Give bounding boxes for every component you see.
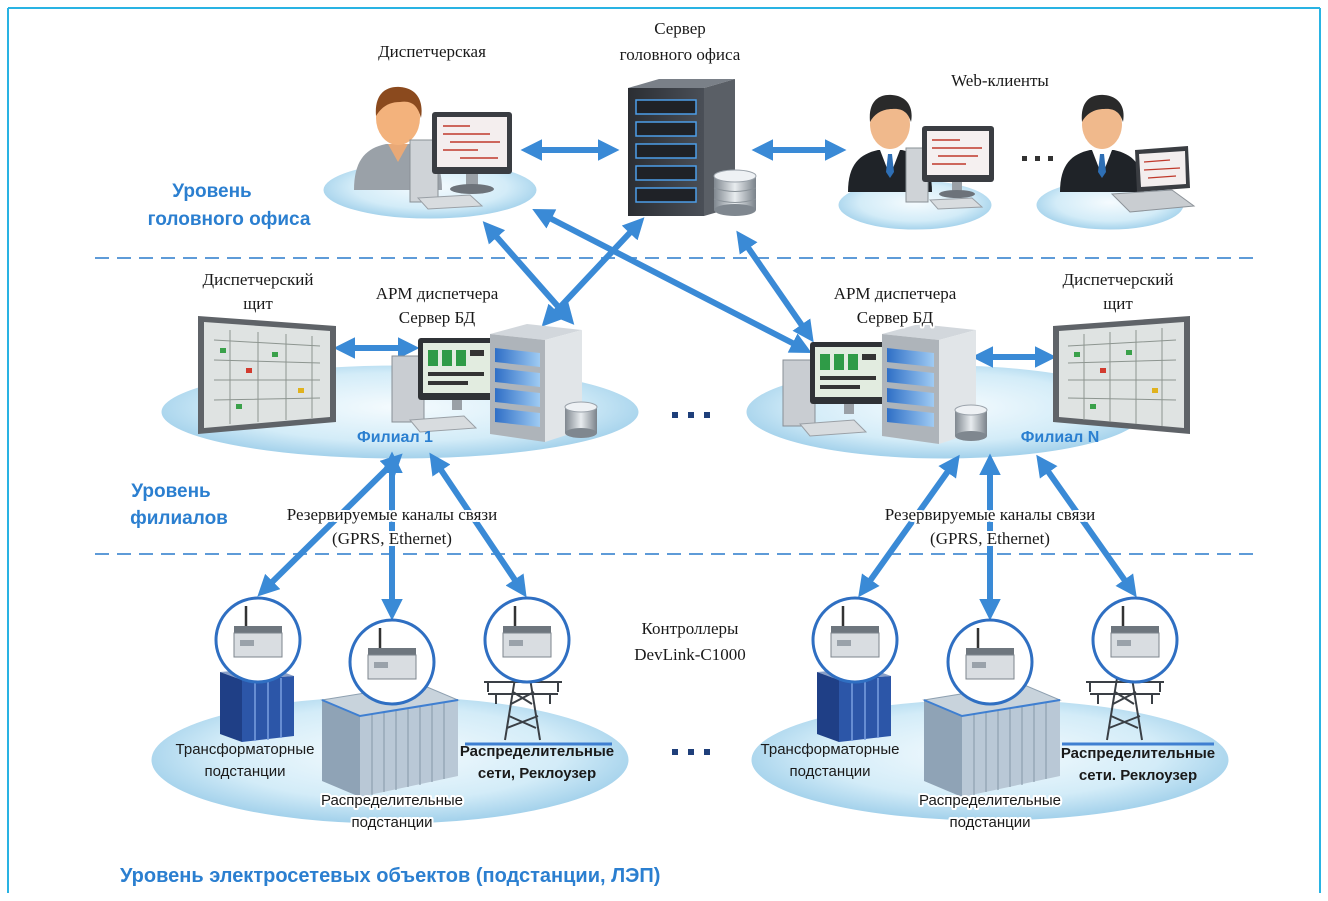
right-switchgear-label-line-1: Распределительные	[919, 792, 1061, 809]
right-transformer-label-line-2: подстанции	[789, 763, 870, 780]
left-network-label-line-1: Распределительные	[460, 743, 614, 760]
controller-switchgear-left	[348, 618, 436, 706]
server-bays	[635, 99, 697, 203]
controller-transformer-left	[214, 596, 302, 684]
dispatch-workstation-icon	[409, 112, 512, 210]
arrow-branch-1-transformer	[257, 453, 403, 597]
right-switchgear-label-line-2: подстанции	[949, 814, 1030, 831]
ellipsis-dots	[672, 412, 710, 418]
controller-network-right	[1091, 596, 1179, 684]
controller-network-left	[483, 596, 571, 684]
dispatch-board-screen	[213, 330, 321, 424]
controller-device-icon	[233, 606, 283, 658]
dispatch-label: Диспетчерская	[378, 42, 486, 61]
controller-device-icon	[965, 628, 1015, 680]
dispatch-board-icon	[198, 316, 336, 434]
arrow-branch-n-network	[1036, 454, 1137, 598]
web-clients-label: Web-клиенты	[951, 71, 1049, 90]
controller-device-icon	[502, 606, 552, 658]
ellipsis-dots	[1022, 156, 1053, 161]
branch-workstation-icon	[782, 342, 888, 437]
web-client-person-icon	[1060, 94, 1144, 192]
branch-1-board-label-line-2: щит	[243, 294, 273, 313]
branches-level-line-2: филиалов	[130, 508, 228, 529]
ellipsis-dots	[672, 749, 710, 755]
branch-1-name: Филиал 1	[357, 429, 433, 446]
branches-level-line-1: Уровень	[131, 481, 210, 502]
branch-workstation-icon	[391, 338, 496, 433]
frame	[7, 7, 1321, 893]
branch-1-channels-label-line-2: (GPRS, Ethernet)	[332, 529, 452, 548]
controller-transformer-right	[811, 596, 899, 684]
controller-device-icon	[1110, 606, 1160, 658]
left-network-label-line-2: сети, Реклоузер	[478, 765, 596, 782]
right-transformer-label-line-1: Трансформаторные	[761, 741, 900, 758]
grid-objects-level-label: Уровень электросетевых объектов (подстан…	[120, 865, 660, 887]
laptop-icon	[1110, 146, 1196, 213]
controllers-label-line-2: DevLink-C1000	[634, 645, 745, 664]
branch-1-workstation-label-line-2: Сервер БД	[399, 308, 476, 327]
controller-switchgear-right	[946, 618, 1034, 706]
database-icon	[954, 404, 988, 441]
connection-arrows	[257, 139, 1137, 621]
labels: Сервер головного офиса Диспетчерская Web…	[120, 19, 1215, 887]
left-switchgear-label-line-1: Распределительные	[321, 792, 463, 809]
branch-n-workstation-label-line-1: АРМ диспетчера	[834, 284, 957, 303]
database-icon	[564, 401, 598, 438]
server-label-line-2: головного офиса	[620, 45, 741, 64]
head-office-server-icon	[628, 79, 735, 216]
arrow-branch-1-network	[429, 452, 527, 598]
head-office-level-line-1: Уровень	[172, 181, 251, 202]
left-switchgear-label-line-2: подстанции	[351, 814, 432, 831]
controllers-label-line-1: Контроллеры	[642, 619, 740, 638]
database-icon	[713, 169, 757, 216]
right-network-label-line-1: Распределительные	[1061, 745, 1215, 762]
controller-device-icon	[367, 628, 417, 680]
branch-n-name: Филиал N	[1021, 429, 1100, 446]
branch-n-channels-label-line-1: Резервируемые каналы связи	[885, 505, 1095, 524]
branch-server-icon	[490, 324, 582, 442]
branch-n-workstation-label-line-2: Сервер БД	[857, 308, 934, 327]
switchgear-building-icon	[922, 683, 1062, 797]
branch-n-channels-label-line-2: (GPRS, Ethernet)	[930, 529, 1050, 548]
controller-device-icon	[830, 606, 880, 658]
right-network-label-line-2: сети. Реклоузер	[1079, 767, 1197, 784]
arrow-server-branch-n-b	[736, 230, 814, 343]
branch-1-workstation-label-line-1: АРМ диспетчера	[376, 284, 499, 303]
branch-n-board-label-line-1: Диспетчерский	[1063, 270, 1174, 289]
left-transformer-label-line-2: подстанции	[204, 763, 285, 780]
dispatch-board-icon	[1053, 316, 1190, 434]
server-label-line-1: Сервер	[654, 19, 706, 38]
web-client-monitor-icon	[905, 126, 994, 210]
branch-1-board-label-line-1: Диспетчерский	[203, 270, 314, 289]
dispatch-board-screen	[1067, 328, 1177, 426]
branch-1-channels-label-line-1: Резервируемые каналы связи	[287, 505, 497, 524]
branch-n-board-label-line-2: щит	[1103, 294, 1133, 313]
head-office-level-line-2: головного офиса	[148, 209, 311, 230]
left-transformer-label-line-1: Трансформаторные	[176, 741, 315, 758]
arrow-branch-n-transformer	[858, 454, 960, 598]
